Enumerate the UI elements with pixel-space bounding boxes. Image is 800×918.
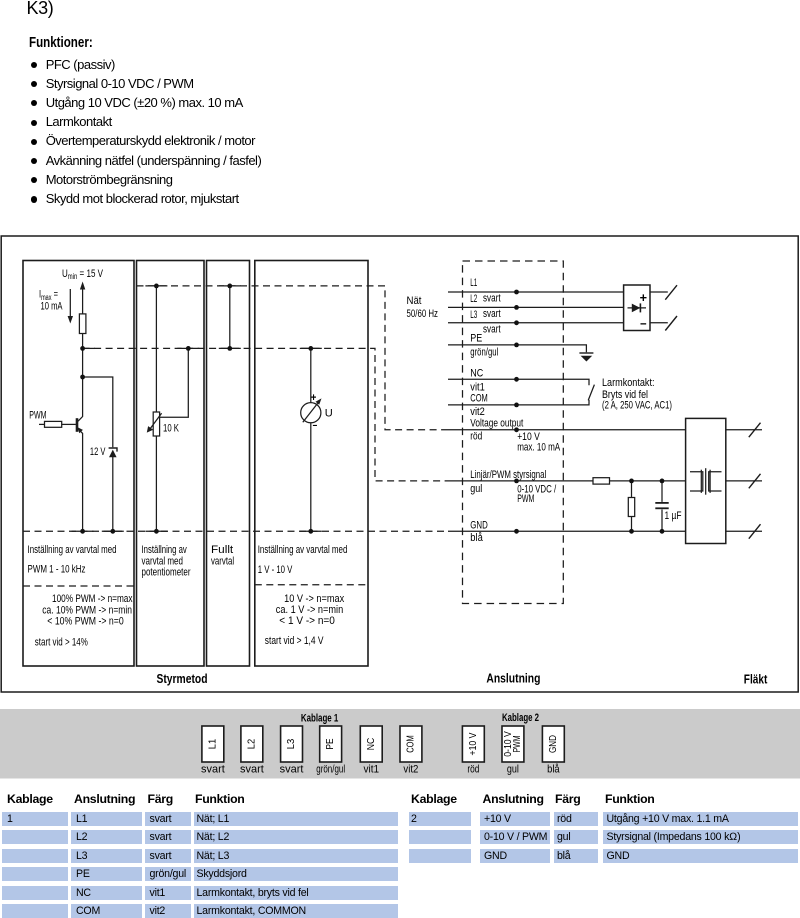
svg-text:PE: PE: [470, 333, 482, 345]
svg-text:12 V: 12 V: [90, 446, 106, 458]
svg-text:U: U: [325, 408, 333, 420]
svg-text:blå: blå: [547, 764, 560, 776]
svg-text:L3: L3: [470, 309, 477, 321]
svg-text:PWM: PWM: [29, 410, 46, 422]
svg-text:L1: L1: [207, 739, 218, 750]
svg-text:+: +: [311, 392, 317, 404]
svg-text:1 µF: 1 µF: [665, 510, 682, 522]
svg-text:GND: GND: [470, 520, 488, 532]
svg-text:< 1 V -> n=0: < 1 V -> n=0: [279, 615, 335, 627]
svg-text:100% PWM -> n=max: 100% PWM -> n=max: [52, 593, 133, 605]
svg-text:L3: L3: [286, 738, 297, 749]
svg-text:Kablage 2: Kablage 2: [502, 712, 539, 724]
svg-text:10 mA: 10 mA: [41, 301, 64, 313]
svg-text:Inställning av varvtal med: Inställning av varvtal med: [28, 544, 117, 556]
svg-text:start vid > 1,4 V: start vid > 1,4 V: [265, 635, 324, 647]
svg-text:Linjär/PWM styrsignal: Linjär/PWM styrsignal: [470, 469, 546, 481]
svg-text:–: –: [313, 420, 318, 432]
svg-text:Inställning av varvtal med: Inställning av varvtal med: [258, 544, 348, 556]
svg-text:Umin = 15 V: Umin = 15 V: [62, 268, 104, 281]
svg-text:gul: gul: [507, 764, 519, 776]
svg-text:varvtal: varvtal: [211, 556, 234, 568]
svg-text:Larmkontakt:: Larmkontakt:: [602, 377, 655, 389]
svg-text:Bryts vid fel: Bryts vid fel: [602, 389, 648, 401]
svg-text:röd: röd: [467, 764, 479, 776]
svg-text:L2: L2: [470, 293, 477, 305]
svg-text:start vid > 14%: start vid > 14%: [35, 637, 88, 649]
svg-text:NC: NC: [470, 368, 483, 380]
svg-text:PWM: PWM: [517, 493, 534, 505]
svg-text:vit2: vit2: [470, 406, 485, 418]
svg-text:COM: COM: [405, 735, 416, 753]
svg-text:svart: svart: [483, 308, 501, 320]
svg-text:L1: L1: [470, 277, 477, 289]
svg-text:1 V - 10 V: 1 V - 10 V: [258, 564, 293, 576]
svg-text:svart: svart: [280, 764, 304, 776]
svg-text:10 V -> n=max: 10 V -> n=max: [284, 593, 345, 605]
svg-text:svart: svart: [201, 764, 225, 776]
svg-text:röd: röd: [470, 431, 482, 443]
svg-text:Voltage output: Voltage output: [470, 418, 523, 430]
svg-text:PE: PE: [325, 738, 336, 749]
svg-text:Inställning av: Inställning av: [142, 544, 188, 556]
svg-text:0-10 VDC /: 0-10 VDC /: [517, 484, 556, 496]
svg-text:vit2: vit2: [403, 764, 418, 776]
svg-text:Kablage 1: Kablage 1: [301, 713, 339, 725]
svg-text:gul: gul: [470, 483, 482, 495]
svg-text:L2: L2: [246, 739, 257, 750]
svg-text:potentiometer: potentiometer: [142, 567, 191, 579]
svg-text:Nät: Nät: [407, 295, 422, 307]
svg-text:svart: svart: [240, 764, 264, 776]
svg-text:Anslutning: Anslutning: [486, 672, 540, 686]
svg-text:grön/gul: grön/gul: [470, 347, 498, 359]
svg-text:+10 V: +10 V: [517, 431, 540, 443]
svg-text:PWM 1 - 10 kHz: PWM 1 - 10 kHz: [28, 564, 86, 576]
svg-text:max. 10 mA: max. 10 mA: [517, 442, 561, 454]
svg-text:PWM: PWM: [512, 736, 523, 753]
svg-text:GND: GND: [548, 735, 559, 753]
svg-text:10 K: 10 K: [163, 423, 179, 435]
svg-text:NC: NC: [366, 738, 377, 751]
svg-text:< 10% PWM -> n=0: < 10% PWM -> n=0: [47, 615, 123, 627]
svg-text:50/60 Hz: 50/60 Hz: [407, 308, 439, 320]
svg-text:Styrmetod: Styrmetod: [157, 672, 208, 686]
svg-text:ca. 1 V -> n=min: ca. 1 V -> n=min: [276, 604, 343, 616]
svg-text:ca. 10% PWM -> n=min: ca. 10% PWM -> n=min: [42, 605, 132, 617]
svg-text:blå: blå: [470, 532, 483, 544]
svg-text:vit1: vit1: [364, 764, 380, 776]
svg-text:COM: COM: [470, 393, 488, 405]
svg-text:(2 A, 250 VAC, AC1): (2 A, 250 VAC, AC1): [602, 400, 672, 412]
svg-text:Fullt: Fullt: [211, 544, 233, 556]
svg-text:varvtal med: varvtal med: [142, 556, 184, 568]
svg-text:+10 V: +10 V: [468, 732, 479, 755]
svg-text:+: +: [640, 290, 648, 305]
svg-text:vit1: vit1: [470, 382, 485, 394]
svg-text:0-10 V: 0-10 V: [503, 731, 514, 757]
svg-text:Fläkt: Fläkt: [744, 673, 768, 687]
svg-text:–: –: [640, 316, 646, 331]
svg-text:grön/gul: grön/gul: [316, 764, 345, 776]
svg-text:svart: svart: [483, 293, 501, 305]
svg-text:svart: svart: [483, 324, 501, 336]
